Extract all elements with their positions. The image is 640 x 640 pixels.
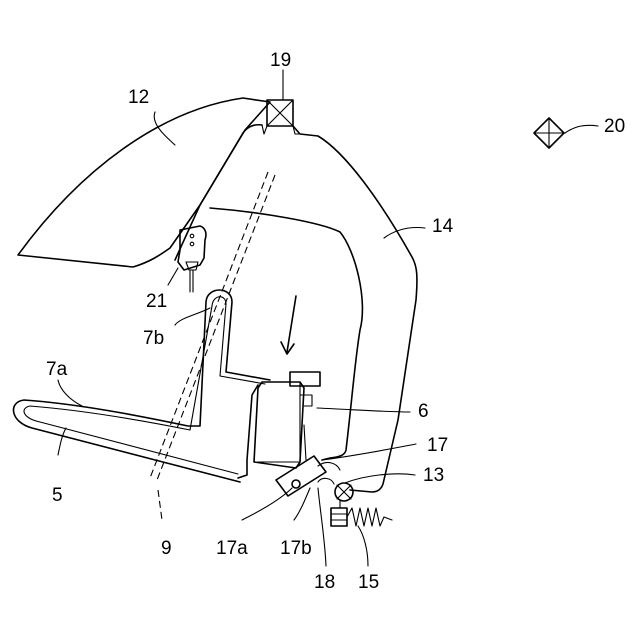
label-21: 21 <box>146 291 167 312</box>
leader-13 <box>345 474 415 483</box>
component-6-side-tab <box>300 395 312 406</box>
label-17: 17 <box>427 435 448 456</box>
label-17b: 17b <box>280 538 312 559</box>
leader-17b <box>294 488 310 520</box>
leader-17a <box>242 488 292 520</box>
block-19-cross <box>267 100 293 126</box>
label-19: 19 <box>270 50 291 71</box>
leader-15 <box>358 526 368 566</box>
spring-15-housing-lines <box>331 514 347 520</box>
bracket-21 <box>178 226 206 270</box>
leader-12 <box>154 112 175 145</box>
label-18: 18 <box>314 572 335 593</box>
label-5: 5 <box>52 485 63 506</box>
component-6-face <box>258 382 300 462</box>
leader-14 <box>384 227 425 238</box>
spring-15-housing <box>331 508 347 526</box>
hook-18 <box>318 478 334 484</box>
fastener-13-cross <box>337 485 351 499</box>
pivot-17-pin <box>292 480 300 488</box>
label-9: 9 <box>161 538 172 559</box>
symbol-20-cross <box>534 118 564 148</box>
housing-14-inner <box>210 208 362 460</box>
leader-17 <box>322 444 416 460</box>
label-6: 6 <box>418 401 429 422</box>
leader-9 <box>158 490 162 520</box>
component-6 <box>254 382 304 468</box>
label-17a: 17a <box>216 538 248 559</box>
label-12: 12 <box>128 87 149 108</box>
label-15: 15 <box>358 572 379 593</box>
bracket-21-pin <box>190 270 193 292</box>
component-6-edge <box>304 425 306 460</box>
label-7b: 7b <box>143 328 164 349</box>
label-20: 20 <box>604 116 625 137</box>
component-6-top-tab <box>290 372 320 386</box>
bracket-21-hole-a <box>190 234 194 238</box>
lever-arm-5-outer <box>14 290 270 482</box>
cover-part-12 <box>18 98 270 267</box>
spring-15-coil <box>347 508 392 526</box>
bracket-21-hole-b <box>190 242 194 246</box>
label-13: 13 <box>423 465 444 486</box>
leader-5 <box>58 428 66 455</box>
leader-20 <box>565 125 598 133</box>
leader-6 <box>317 408 410 412</box>
leader-7a <box>58 380 82 406</box>
leader-18 <box>318 488 326 566</box>
label-7a: 7a <box>46 359 68 380</box>
housing-notch-left <box>262 125 267 134</box>
axis-9-line-b <box>157 175 275 480</box>
label-14: 14 <box>432 216 454 237</box>
leader-21 <box>168 268 178 285</box>
